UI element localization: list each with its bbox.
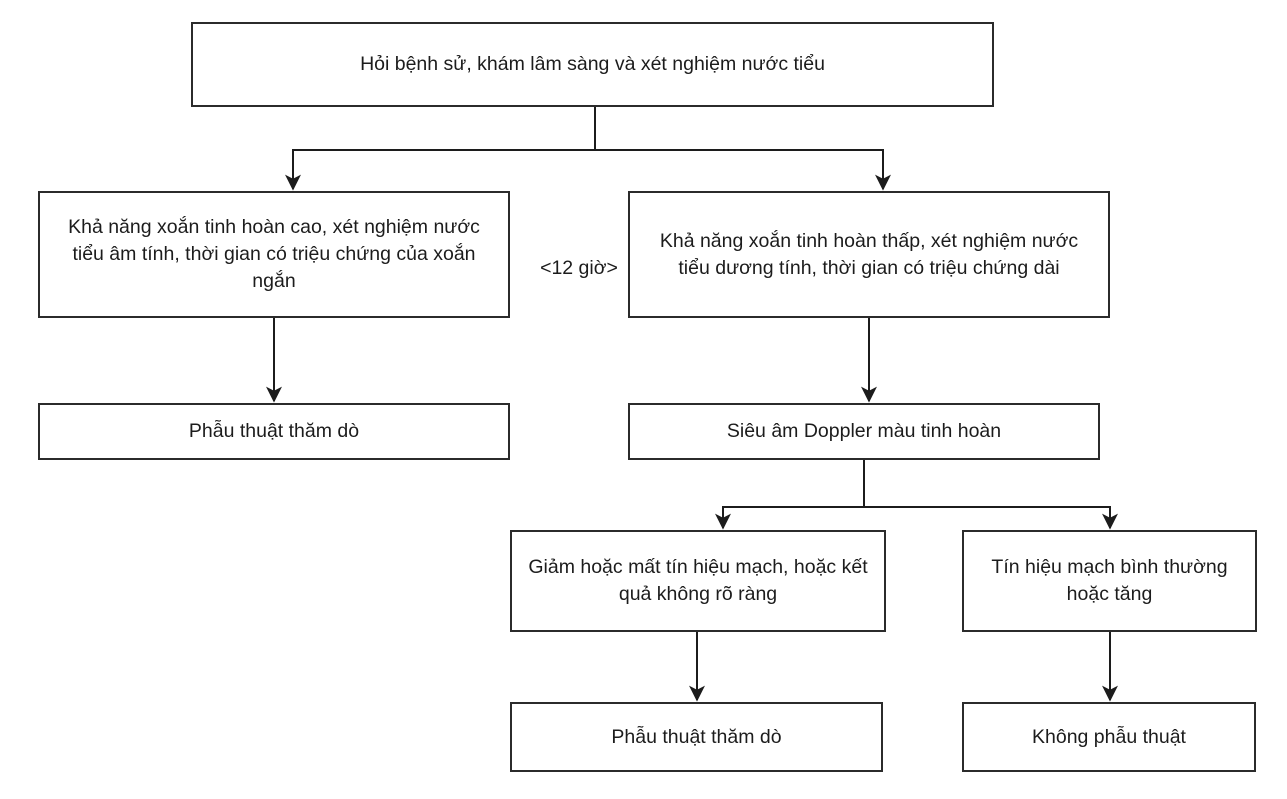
flow-node-no-surgery: Không phẫu thuật [962,702,1256,772]
flow-node-exploratory-surgery-left: Phẫu thuật thăm dò [38,403,510,460]
flow-node-reduced-absent-signal: Giảm hoặc mất tín hiệu mạch, hoặc kết qu… [510,530,886,632]
flow-node-exploratory-surgery-bottom: Phẫu thuật thăm dò [510,702,883,772]
flow-node-doppler-ultrasound: Siêu âm Doppler màu tinh hoàn [628,403,1100,460]
flow-node-root: Hỏi bệnh sử, khám lâm sàng và xét nghiệm… [191,22,994,107]
flow-node-low-suspicion: Khả năng xoắn tinh hoàn thấp, xét nghiệm… [628,191,1110,318]
edge-label-time-threshold: <12 giờ> [540,257,618,279]
flow-node-normal-increased-signal: Tín hiệu mạch bình thường hoặc tăng [962,530,1257,632]
flow-node-high-suspicion: Khả năng xoắn tinh hoàn cao, xét nghiệm … [38,191,510,318]
